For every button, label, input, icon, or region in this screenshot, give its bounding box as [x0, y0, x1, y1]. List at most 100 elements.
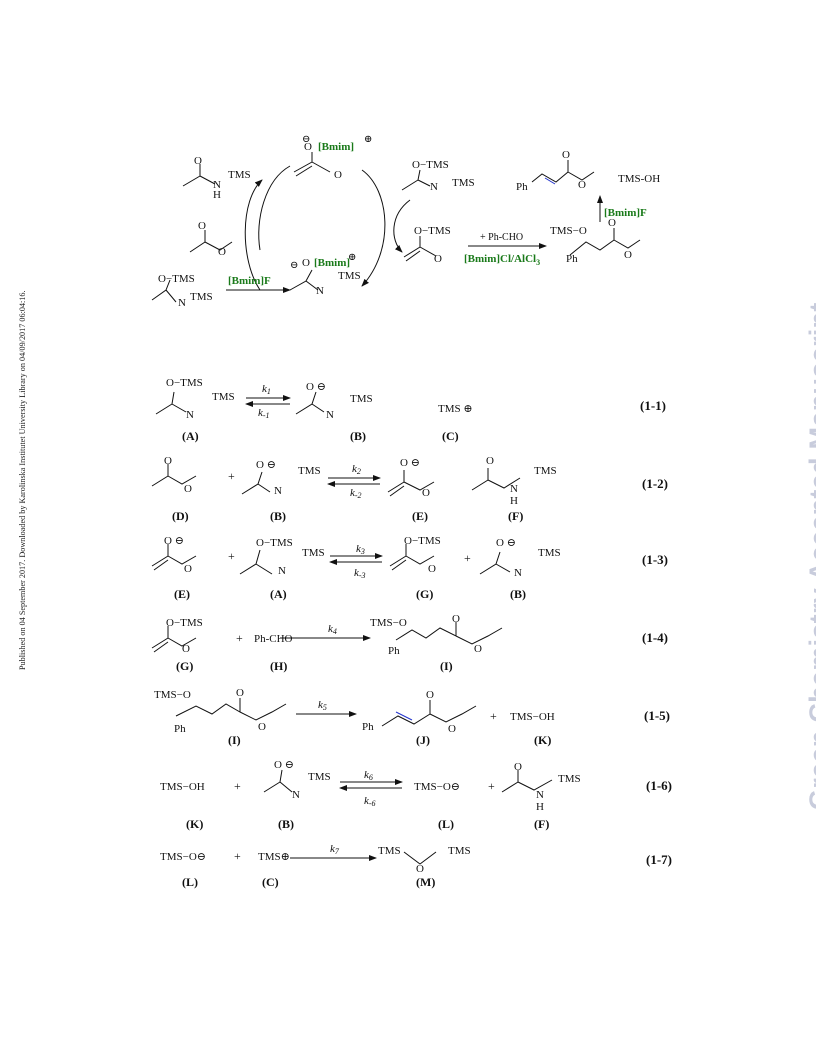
tms-label: TMS	[448, 845, 471, 857]
o-atom: O	[164, 455, 172, 467]
o-minus: O ⊖	[274, 759, 294, 771]
bmim-f-label: [Bmim]F	[604, 207, 647, 219]
o-atom: O	[562, 149, 570, 161]
o-minus: O ⊖	[256, 459, 276, 471]
tms-cation: TMS ⊕	[438, 403, 473, 415]
tms-label: TMS	[308, 771, 331, 783]
rate-constant: k3	[356, 543, 365, 556]
tms-oh-label: TMS-OH	[618, 173, 660, 185]
o-atom: O	[194, 155, 202, 167]
species-label: (G)	[176, 659, 193, 673]
tms-label: TMS	[302, 547, 325, 559]
plus-charge: ⊕	[364, 134, 372, 145]
minus-charge: ⊖	[290, 260, 298, 271]
plus-charge: ⊕	[348, 252, 356, 263]
tms-cation: TMS⊕	[258, 851, 290, 863]
rate-constant: k7	[330, 843, 340, 856]
plus-sign: +	[464, 551, 471, 565]
species-label: (C)	[442, 429, 459, 443]
tms-o-label: TMS−O	[550, 225, 587, 237]
n-atom: N	[178, 297, 186, 309]
o-atom: O	[624, 249, 632, 261]
species-label: (D)	[172, 509, 189, 523]
o-tms-label: O−TMS	[414, 225, 451, 237]
reaction-1-1: O−TMS N TMS O ⊖ N TMS TMS ⊕ k1 k-1 (A) (…	[155, 377, 666, 443]
species-label: (B)	[270, 509, 286, 523]
o-atom: O	[434, 253, 442, 265]
rate-constant: k-1	[258, 407, 270, 420]
n-atom: N	[292, 789, 300, 801]
tms-label: TMS	[212, 391, 235, 403]
rate-constant: k1	[262, 383, 271, 396]
n-atom: N	[536, 789, 544, 801]
species-label: (G)	[416, 587, 433, 601]
species-label: (F)	[508, 509, 523, 523]
ph-label: Ph	[174, 723, 186, 735]
o-atom: O	[182, 643, 190, 655]
species-label: (E)	[174, 587, 190, 601]
tms-label: TMS	[190, 291, 213, 303]
o-atom: O	[258, 721, 266, 733]
o-minus: O ⊖	[496, 537, 516, 549]
equation-number: (1-5)	[644, 708, 670, 723]
species-label: (H)	[270, 659, 287, 673]
o-tms-label: O−TMS	[412, 159, 449, 171]
minus-charge: ⊖	[302, 134, 310, 145]
o-atom: O	[428, 563, 436, 575]
reaction-1-6: TMS−OH + O ⊖ N TMS k6 k-6 TMS−O⊖ + O N H…	[160, 759, 672, 831]
tms-oh-label: TMS−OH	[160, 781, 205, 793]
species-label: (C)	[262, 875, 279, 889]
rate-constant: k5	[318, 699, 327, 712]
plus-sign: +	[228, 549, 235, 563]
equation-number: (1-4)	[642, 630, 668, 645]
bmim-label-bottom: [Bmim]	[314, 257, 350, 269]
species-label: (L)	[182, 875, 198, 889]
rate-constant: k4	[328, 623, 337, 636]
species-label: (K)	[534, 733, 551, 747]
o-atom: O	[608, 217, 616, 229]
equation-number: (1-2)	[642, 476, 668, 491]
tms-o-minus-label: TMS−O⊖	[414, 781, 460, 793]
o-minus: O ⊖	[306, 381, 326, 393]
tms-o-minus-label: TMS−O⊖	[160, 851, 206, 863]
ph-label: Ph	[566, 253, 578, 265]
tms-oh-label: TMS−OH	[510, 711, 555, 723]
ph-label: Ph	[362, 721, 374, 733]
n-atom: N	[510, 483, 518, 495]
species-label: (K)	[186, 817, 203, 831]
tms-label: TMS	[298, 465, 321, 477]
o-atom: O	[302, 257, 310, 269]
tms-label: TMS	[228, 169, 251, 181]
species-label: (I)	[440, 659, 453, 673]
tms-label: TMS	[534, 465, 557, 477]
reaction-1-4: O−TMS O + Ph-CHO k4 TMS−O Ph O O (G) (H)…	[151, 613, 668, 673]
plus-sign: +	[490, 709, 497, 723]
rate-constant: k-3	[354, 567, 366, 580]
species-label: (M)	[416, 875, 435, 889]
catalytic-cycle	[151, 152, 641, 303]
o-atom: O	[304, 141, 312, 153]
catalyst-label: [Bmim]Cl/AlCl3	[464, 253, 540, 267]
equation-number: (1-1)	[640, 398, 666, 413]
n-atom: N	[430, 181, 438, 193]
o-tms-label: O−TMS	[166, 617, 203, 629]
reaction-1-2: O O + O ⊖ N TMS O ⊖ O O N H TMS k2 k-2 (…	[151, 455, 668, 523]
bmim-label-top: [Bmim]	[318, 141, 354, 153]
o-tms-label: O−TMS	[404, 535, 441, 547]
rate-constant: k-6	[364, 795, 376, 808]
ph-label: Ph	[388, 645, 400, 657]
o-atom: O	[416, 863, 424, 875]
n-atom: N	[274, 485, 282, 497]
species-label: (B)	[350, 429, 366, 443]
tms-label: TMS	[538, 547, 561, 559]
o-atom: O	[236, 687, 244, 699]
species-label: (F)	[534, 817, 549, 831]
equation-number: (1-3)	[642, 552, 668, 567]
plus-sign: +	[234, 779, 241, 793]
n-atom: N	[213, 179, 221, 191]
reaction-1-7: TMS−O⊖ + TMS⊕ k7 TMS O TMS (L) (C) (M) (…	[160, 843, 672, 889]
n-atom: N	[278, 565, 286, 577]
tms-o-label: TMS−O	[370, 617, 407, 629]
o-atom: O	[474, 643, 482, 655]
bmim-f-label: [Bmim]F	[228, 275, 271, 287]
